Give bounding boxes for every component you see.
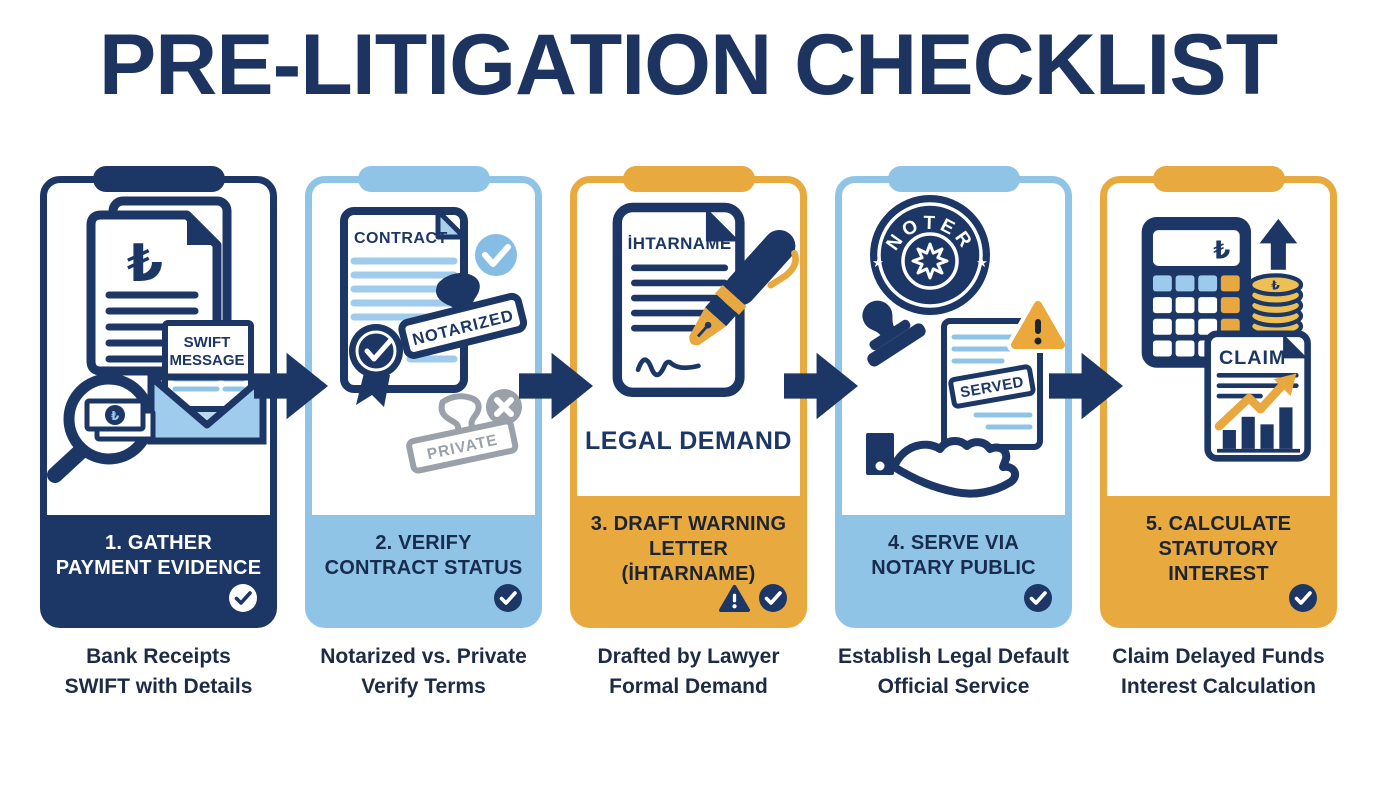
seal-ribbon-icon	[349, 324, 403, 407]
private-stamp-icon: PRIVATE	[406, 393, 519, 474]
check-icon	[1289, 584, 1317, 612]
clipboard-clip	[622, 166, 755, 192]
step-5-footer: 5. CALCULATE STATUTORY INTEREST	[1107, 496, 1330, 621]
step-1-caption: Bank Receipts SWIFT with Details	[40, 642, 277, 702]
step-4: NOTER ★ ★	[835, 166, 1072, 702]
step-4-illustration: NOTER ★ ★	[842, 183, 1065, 515]
caption-line: Notarized vs. Private	[320, 645, 527, 668]
check-circle-icon	[475, 234, 517, 276]
caption-line: Official Service	[877, 675, 1030, 698]
svg-text:₺: ₺	[1271, 279, 1280, 293]
caption-line: Drafted by Lawyer	[597, 645, 780, 668]
step-2-title: 2. VERIFY CONTRACT STATUS	[324, 532, 523, 579]
svg-text:₺: ₺	[111, 409, 120, 423]
hand-icon	[866, 433, 1020, 498]
svg-text:CONTRACT: CONTRACT	[354, 230, 448, 247]
step-2-illustration: CONTRACT	[312, 183, 535, 515]
notary-service-icon: NOTER ★ ★	[862, 195, 1065, 498]
envelope-icon: SWIFT MESSAGE	[147, 320, 267, 445]
noter-seal-icon: NOTER ★ ★	[870, 195, 990, 315]
legal-demand-label: LEGAL DEMAND	[585, 427, 792, 455]
svg-text:SWIFT: SWIFT	[184, 334, 231, 351]
step-3-card: İHTARNAME	[570, 166, 807, 628]
check-icon	[229, 584, 257, 612]
svg-text:★: ★	[872, 255, 884, 270]
step-5-card: ₺ ₺	[1100, 166, 1337, 628]
step-3: İHTARNAME	[570, 166, 807, 702]
step-5: ₺ ₺	[1100, 166, 1337, 702]
svg-text:₺: ₺	[127, 234, 163, 294]
step-2-card: CONTRACT	[305, 166, 542, 628]
step-4-caption: Establish Legal Default Official Service	[835, 642, 1072, 702]
step-3-caption: Drafted by Lawyer Formal Demand	[570, 642, 807, 702]
fountain-pen-icon	[689, 229, 799, 346]
check-icon	[494, 584, 522, 612]
steps-row: ₺ SWIFT MESSAGE	[0, 166, 1376, 702]
clipboard-clip	[1152, 166, 1285, 192]
clipboard-clip	[92, 166, 225, 192]
caption-line: Bank Receipts	[86, 645, 231, 668]
step-1-illustration: ₺ SWIFT MESSAGE	[47, 183, 270, 515]
step-2-footer: 2. VERIFY CONTRACT STATUS	[312, 515, 535, 621]
payment-evidence-icon: ₺ SWIFT MESSAGE	[47, 196, 267, 483]
step-2-caption: Notarized vs. Private Verify Terms	[305, 642, 542, 702]
page-title: PRE-LITIGATION CHECKLIST	[98, 17, 1278, 113]
svg-text:İHTARNAME: İHTARNAME	[628, 234, 732, 253]
step-5-title: 5. CALCULATE STATUTORY INTEREST	[1145, 513, 1292, 585]
clipboard-clip	[357, 166, 490, 192]
contract-status-icon: CONTRACT	[340, 207, 528, 474]
up-arrow-icon	[1259, 218, 1298, 270]
svg-text:MESSAGE: MESSAGE	[169, 352, 244, 369]
step-4-footer: 4. SERVE VIA NOTARY PUBLIC	[842, 515, 1065, 621]
check-icon	[759, 584, 787, 612]
step-4-card: NOTER ★ ★	[835, 166, 1072, 628]
check-icon	[1024, 584, 1052, 612]
calculator-icon: ₺	[1141, 216, 1252, 368]
svg-text:CLAIM: CLAIM	[1219, 347, 1286, 369]
magnifier-icon: ₺	[47, 373, 156, 483]
step-3-footer: 3. DRAFT WARNING LETTER (İHTARNAME)	[577, 496, 800, 621]
caption-line: Formal Demand	[609, 675, 768, 698]
step-1-footer: 1. GATHER PAYMENT EVIDENCE	[47, 515, 270, 621]
reject-circle-icon	[486, 389, 522, 425]
step-2: CONTRACT	[305, 166, 542, 702]
step-1: ₺ SWIFT MESSAGE	[40, 166, 277, 702]
caption-line: Verify Terms	[361, 675, 486, 698]
warning-letter-icon: İHTARNAME	[612, 202, 799, 398]
caption-line: Claim Delayed Funds	[1112, 645, 1325, 668]
interest-calc-icon: ₺ ₺	[1141, 216, 1311, 462]
svg-text:₺: ₺	[1213, 235, 1230, 264]
notarized-stamp-icon: NOTARIZED	[398, 272, 528, 359]
step-5-illustration: ₺ ₺	[1107, 183, 1330, 496]
warning-triangle-icon	[1007, 297, 1065, 353]
step-3-title: 3. DRAFT WARNING LETTER (İHTARNAME)	[590, 513, 787, 585]
caption-line: Interest Calculation	[1121, 675, 1316, 698]
step-5-caption: Claim Delayed Funds Interest Calculation	[1100, 642, 1337, 702]
documents-icon: ₺	[86, 196, 232, 376]
caption-line: SWIFT with Details	[64, 675, 253, 698]
step-1-title: 1. GATHER PAYMENT EVIDENCE	[55, 532, 262, 579]
step-3-illustration: İHTARNAME	[577, 183, 800, 496]
coin-stack-icon: ₺	[1247, 273, 1304, 338]
claim-document-icon: CLAIM	[1204, 330, 1311, 462]
caption-line: Establish Legal Default	[837, 645, 1070, 668]
step-1-card: ₺ SWIFT MESSAGE	[40, 166, 277, 628]
ihtarname-document-icon: İHTARNAME	[612, 202, 745, 398]
svg-text:★: ★	[976, 255, 988, 270]
step-4-title: 4. SERVE VIA NOTARY PUBLIC	[871, 532, 1036, 579]
warning-icon	[719, 584, 750, 612]
clipboard-clip	[887, 166, 1020, 192]
rubber-stamp-icon	[862, 300, 926, 367]
